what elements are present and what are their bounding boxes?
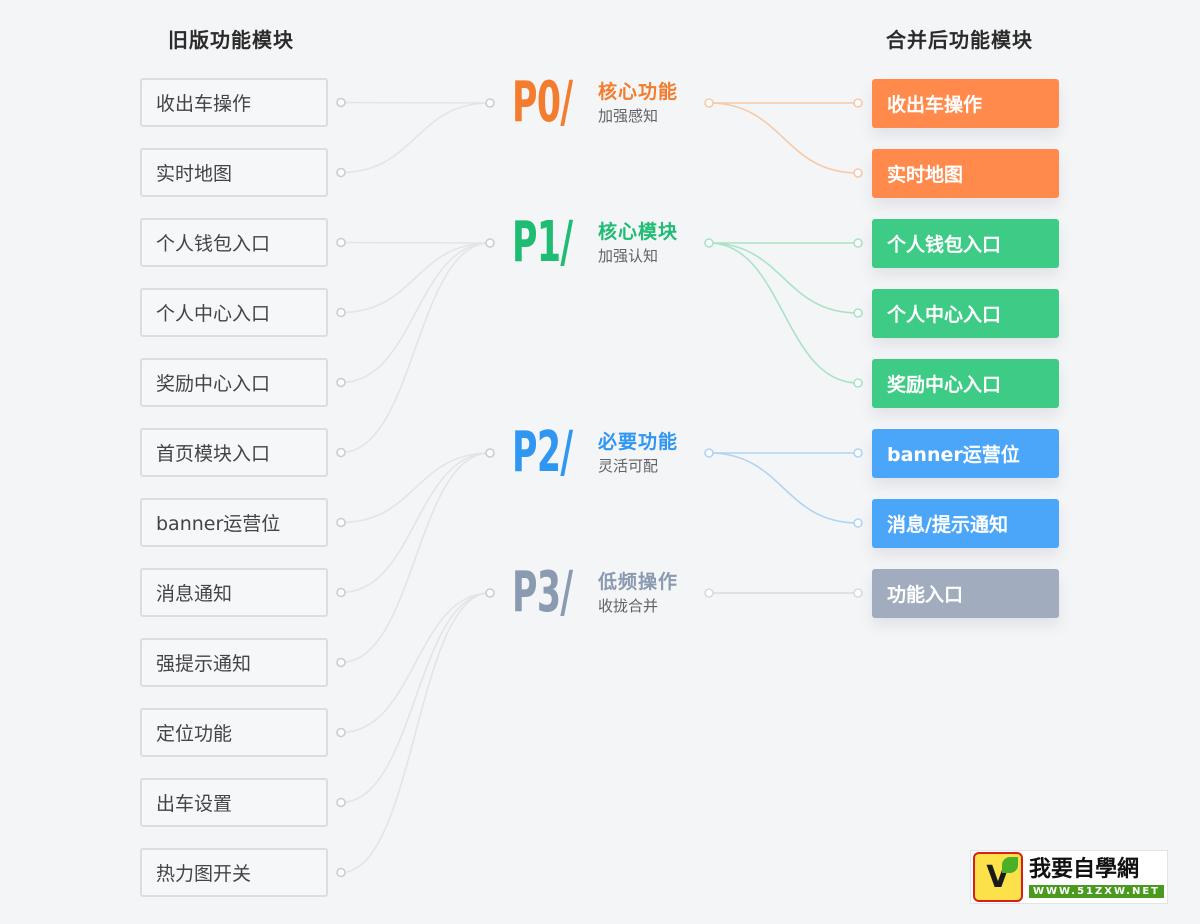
watermark-logo-icon: V — [973, 852, 1023, 902]
old-item-dot — [336, 587, 346, 598]
old-item-dot — [336, 447, 346, 458]
priority-code: P2/ — [512, 420, 573, 485]
priority-subtitle: 加强感知 — [598, 107, 659, 125]
priority-input-dot — [485, 448, 495, 458]
priority-code: P3/ — [512, 560, 573, 625]
old-item-dot — [336, 377, 346, 388]
old-module-item: 消息通知 — [140, 568, 328, 617]
old-module-item: 收出车操作 — [140, 78, 328, 127]
old-module-item: 首页模块入口 — [140, 428, 328, 477]
old-to-priority-connector — [340, 452, 491, 594]
merged-module-item: 奖励中心入口 — [872, 358, 1059, 408]
old-module-item: 热力图开关 — [140, 848, 328, 897]
old-to-priority-connector — [340, 592, 491, 804]
old-modules-heading: 旧版功能模块 — [168, 28, 294, 52]
priority-output-dot — [704, 238, 714, 248]
merged-item-dot — [853, 448, 863, 458]
old-item-dot — [336, 867, 346, 878]
old-module-item: 奖励中心入口 — [140, 358, 328, 407]
old-item-dot — [336, 797, 346, 808]
priority-title: 低频操作 — [598, 571, 679, 593]
priority-subtitle: 加强认知 — [598, 247, 659, 265]
priority-text: 低频操作收拢合并 — [598, 569, 678, 617]
old-module-item: 出车设置 — [140, 778, 328, 827]
merged-modules-heading: 合并后功能模块 — [886, 28, 1033, 52]
old-to-priority-connector — [340, 242, 491, 454]
old-module-item: 定位功能 — [140, 708, 328, 757]
merged-module-item: 实时地图 — [872, 148, 1059, 198]
merged-module-item: 消息/提示通知 — [872, 498, 1059, 548]
watermark-url: WWW.51ZXW.NET — [1029, 884, 1164, 898]
priority-input-dot — [485, 588, 495, 598]
old-to-priority-connector — [340, 592, 491, 734]
priority-input-dot — [485, 238, 495, 248]
merged-module-item: banner运营位 — [872, 428, 1059, 478]
old-item-dot — [336, 97, 346, 108]
merged-module-item: 个人中心入口 — [872, 288, 1059, 338]
old-module-item: 个人钱包入口 — [140, 218, 328, 267]
priority-code: P0/ — [512, 70, 573, 135]
old-module-item: 实时地图 — [140, 148, 328, 197]
old-module-item: 强提示通知 — [140, 638, 328, 687]
priority-title: 必要功能 — [598, 431, 679, 453]
priority-output-dot — [704, 588, 714, 598]
priority-input-dot — [485, 98, 495, 108]
watermark-text: 我要自學網 WWW.51ZXW.NET — [1029, 857, 1164, 898]
old-item-dot — [336, 167, 346, 178]
old-item-dot — [336, 517, 346, 528]
priority-block: P3/低频操作收拢合并 — [512, 563, 678, 623]
old-item-dot — [336, 237, 346, 248]
old-item-dot — [336, 657, 346, 668]
old-to-priority-connector — [340, 452, 491, 524]
old-module-item: 个人中心入口 — [140, 288, 328, 337]
merged-item-dot — [853, 378, 863, 388]
merged-item-dot — [853, 168, 863, 178]
site-watermark: V 我要自學網 WWW.51ZXW.NET — [970, 850, 1168, 904]
priority-text: 核心模块加强认知 — [598, 219, 678, 267]
merged-item-dot — [853, 238, 863, 248]
old-to-priority-connector — [340, 101, 491, 104]
old-to-priority-connector — [340, 102, 491, 174]
priority-to-merged-connector — [708, 242, 859, 314]
priority-to-merged-connector — [708, 102, 859, 174]
old-to-priority-connector — [340, 241, 491, 244]
merged-item-dot — [853, 308, 863, 318]
priority-title: 核心模块 — [598, 221, 679, 243]
merged-module-item: 收出车操作 — [872, 78, 1059, 128]
priority-block: P0/核心功能加强感知 — [512, 73, 678, 133]
old-module-item: banner运营位 — [140, 498, 328, 547]
merged-module-item: 个人钱包入口 — [872, 218, 1059, 268]
old-to-priority-connector — [340, 592, 491, 874]
old-to-priority-connector — [340, 242, 491, 384]
merged-item-dot — [853, 588, 863, 598]
priority-output-dot — [704, 98, 714, 108]
priority-to-merged-connector — [708, 452, 859, 524]
old-item-dot — [336, 307, 346, 318]
priority-text: 核心功能加强感知 — [598, 79, 678, 127]
priority-block: P1/核心模块加强认知 — [512, 213, 678, 273]
priority-subtitle: 收拢合并 — [598, 597, 659, 615]
priority-block: P2/必要功能灵活可配 — [512, 423, 678, 483]
merged-item-dot — [853, 518, 863, 528]
priority-code: P1/ — [512, 210, 573, 275]
priority-subtitle: 灵活可配 — [598, 457, 659, 475]
merged-item-dot — [853, 98, 863, 108]
priority-title: 核心功能 — [598, 81, 679, 103]
priority-text: 必要功能灵活可配 — [598, 429, 678, 477]
watermark-title: 我要自學網 — [1029, 856, 1140, 882]
merged-module-item: 功能入口 — [872, 568, 1059, 618]
priority-output-dot — [704, 448, 714, 458]
old-item-dot — [336, 727, 346, 738]
old-to-priority-connector — [340, 242, 491, 314]
old-to-priority-connector — [340, 452, 491, 664]
leaf-icon — [1002, 857, 1018, 873]
priority-to-merged-connector — [708, 242, 859, 384]
